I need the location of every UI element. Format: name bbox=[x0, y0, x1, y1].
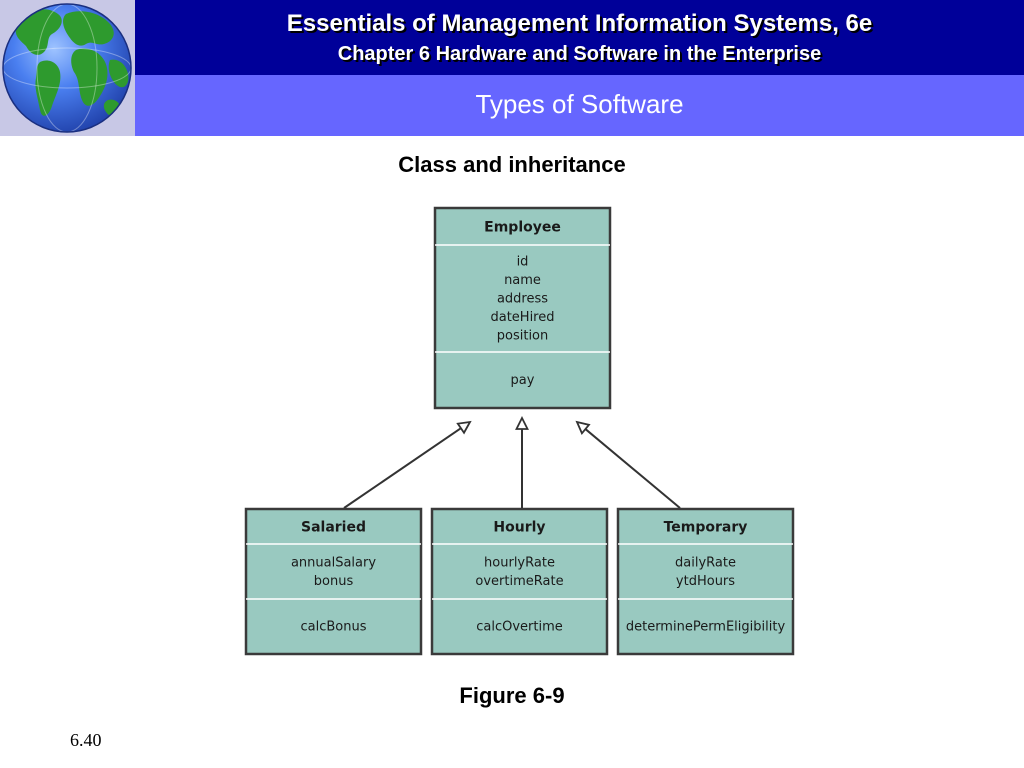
class-box bbox=[433, 206, 612, 410]
class-attribute: ytdHours bbox=[676, 574, 735, 589]
class-attribute: dailyRate bbox=[675, 555, 736, 570]
class-method: determinePermEligibility bbox=[626, 620, 786, 635]
book-title: Essentials of Management Information Sys… bbox=[286, 10, 873, 37]
class-attribute: hourlyRate bbox=[484, 555, 555, 570]
class-child-3: Temporary dailyRate ytdHours determinePermE… bbox=[616, 507, 795, 656]
class-attribute: position bbox=[497, 329, 549, 344]
class-name: Temporary bbox=[664, 520, 748, 536]
class-method: calcOvertime bbox=[476, 620, 563, 635]
section-title: Types of Software bbox=[475, 89, 684, 119]
class-boxes: Employee id name address dateHired position pa… bbox=[244, 206, 795, 656]
class-name: Hourly bbox=[493, 520, 545, 536]
class-method: calcBonus bbox=[301, 620, 367, 635]
class-box bbox=[244, 507, 423, 656]
class-child-1: Salaried annualSalary bonus calcBonus bbox=[244, 507, 423, 656]
globe-icon bbox=[2, 3, 132, 133]
class-attribute: name bbox=[504, 273, 541, 288]
class-attribute: id bbox=[517, 255, 529, 270]
class-attribute: overtimeRate bbox=[475, 574, 563, 589]
figure-caption: Figure 6-9 bbox=[459, 683, 565, 708]
class-attribute: address bbox=[497, 292, 548, 307]
inheritance-arrow bbox=[575, 420, 681, 509]
class-attribute: annualSalary bbox=[291, 555, 376, 570]
chapter-title: Chapter 6 Hardware and Software in the E… bbox=[337, 43, 822, 65]
inheritance-arrow bbox=[343, 420, 472, 509]
class-child-2: Hourly hourlyRate overtimeRate calcOvertime bbox=[430, 507, 609, 656]
class-attribute: bonus bbox=[314, 574, 354, 589]
logo-panel bbox=[0, 0, 135, 136]
class-name: Salaried bbox=[301, 520, 366, 536]
inheritance-connectors bbox=[343, 415, 681, 509]
class-box bbox=[616, 507, 795, 656]
class-attribute: dateHired bbox=[490, 310, 554, 325]
diagram-title: Class and inheritance bbox=[398, 152, 626, 177]
page-number: 6.40 bbox=[70, 730, 102, 750]
header-bar: Essentials of Management Information Sys… bbox=[135, 0, 1024, 75]
section-band: Types of Software bbox=[135, 75, 1024, 136]
class-name: Employee bbox=[484, 220, 561, 236]
inheritance-arrow bbox=[515, 415, 529, 508]
class-box bbox=[430, 507, 609, 656]
class-parent: Employee id name address dateHired position pa… bbox=[433, 206, 612, 410]
class-method: pay bbox=[511, 373, 535, 388]
